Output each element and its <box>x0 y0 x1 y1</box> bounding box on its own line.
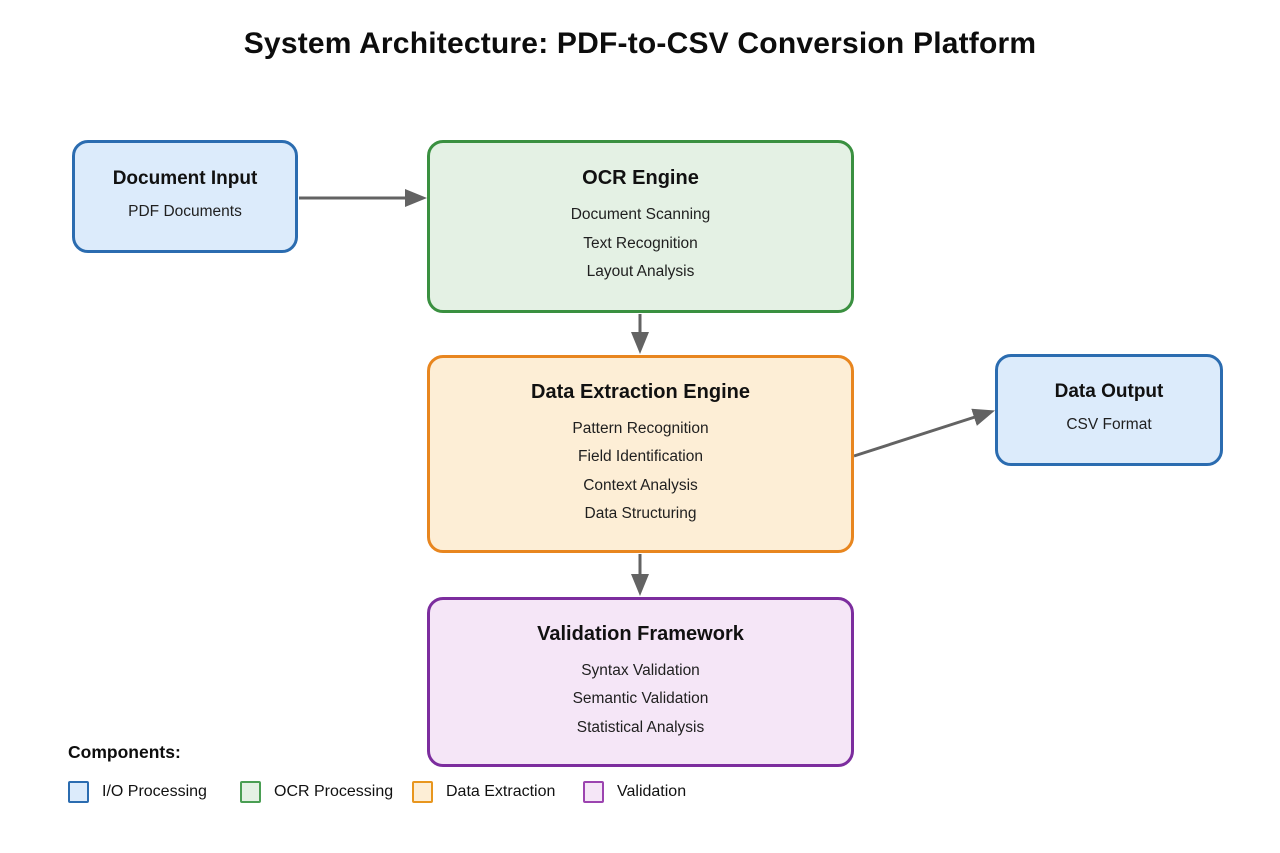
node-item: Pattern Recognition <box>572 419 709 437</box>
node-item: Document Scanning <box>570 206 711 224</box>
node-item: Context Analysis <box>583 476 698 494</box>
node-ocr-engine: OCR Engine Document Scanning Text Recogn… <box>427 140 854 313</box>
node-title: Data Extraction Engine <box>531 380 750 403</box>
node-item: Data Structuring <box>584 505 697 522</box>
legend-swatch-data-extraction <box>412 781 433 803</box>
node-item: Syntax Validation <box>581 661 700 679</box>
node-item: Field Identification <box>578 448 703 465</box>
legend-item-io-processing: I/O Processing <box>68 779 207 805</box>
node-title: Validation Framework <box>537 622 744 645</box>
node-data-output: Data Output CSV Format <box>995 354 1223 466</box>
node-validation-framework: Validation Framework Syntax Validation S… <box>427 597 854 767</box>
node-item: Layout Analysis <box>586 263 695 281</box>
node-document-input: Document Input PDF Documents <box>72 140 298 253</box>
legend-swatch-validation <box>583 781 604 803</box>
node-item: Text Recognition <box>583 234 698 252</box>
legend-item-validation: Validation <box>583 779 686 805</box>
node-title: OCR Engine <box>582 167 699 190</box>
node-item: PDF Documents <box>128 202 242 220</box>
node-title: Document Input <box>112 167 258 189</box>
node-item: CSV Format <box>1066 416 1152 434</box>
node-data-extraction-engine: Data Extraction Engine Pattern Recogniti… <box>427 355 854 553</box>
legend-heading: Components: <box>68 742 181 762</box>
legend-label: Validation <box>617 783 687 800</box>
legend-label: Data Extraction <box>446 783 556 800</box>
legend-label: I/O Processing <box>102 783 207 800</box>
legend-label: OCR Processing <box>274 783 394 800</box>
legend-item-ocr-processing: OCR Processing <box>240 779 393 805</box>
legend-swatch-io-processing <box>68 781 89 803</box>
legend-swatch-ocr-processing <box>240 781 261 803</box>
node-item: Semantic Validation <box>572 690 709 708</box>
legend-item-data-extraction: Data Extraction <box>412 779 555 805</box>
arrow-extraction-to-output <box>853 408 995 458</box>
node-title: Data Output <box>1054 381 1164 403</box>
page-title: System Architecture: PDF-to-CSV Conversi… <box>243 27 1037 60</box>
node-item: Statistical Analysis <box>576 718 705 736</box>
